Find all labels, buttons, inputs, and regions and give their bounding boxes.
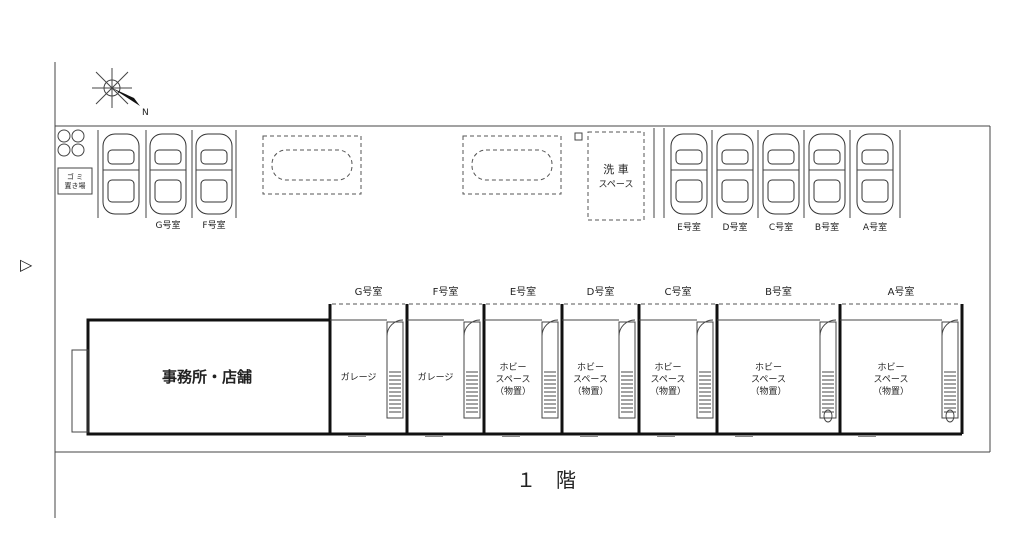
- unit-use-label: スペース: [573, 375, 608, 385]
- car-wash-label: 洗 車: [603, 162, 629, 176]
- parking-label: E号室: [677, 221, 701, 233]
- unit-use-label: ホビー: [654, 362, 681, 373]
- unit-use-label: （物置）: [572, 385, 608, 397]
- parking-right-lines: [653, 128, 901, 218]
- meter-icon: [574, 132, 583, 141]
- unit-use-label: （物置）: [650, 385, 686, 397]
- unit-use-label: （物置）: [873, 385, 909, 397]
- unit-use-label: スペース: [651, 375, 686, 385]
- car-icon: [471, 149, 553, 181]
- unit-use-label: ホビー: [577, 362, 604, 373]
- parking-label: A号室: [863, 221, 887, 233]
- shrub-icon: [57, 129, 85, 157]
- car-icon: [716, 133, 754, 215]
- car-icon: [856, 133, 894, 215]
- unit-use-label: スペース: [496, 375, 531, 385]
- compass-label: N: [142, 108, 149, 118]
- car-wash-area: [587, 131, 645, 221]
- parking-label: G号室: [156, 219, 181, 231]
- car-icon: [195, 133, 233, 215]
- unit-use-label: （物置）: [495, 385, 531, 397]
- unit-use-label: （物置）: [750, 385, 786, 397]
- parking-label: F号室: [202, 219, 225, 231]
- unit-use-label: ホビー: [499, 362, 526, 373]
- parking-left-lines: [97, 130, 237, 218]
- car-icon: [102, 133, 140, 215]
- unit-use-label: ホビー: [877, 362, 904, 373]
- car-icon: [271, 149, 353, 181]
- unit-use-label: ガレージ: [341, 372, 377, 383]
- unit-use-label: ガレージ: [418, 372, 454, 383]
- entrance-arrow-icon: ▷: [20, 255, 33, 274]
- toilet-icon: [823, 409, 833, 423]
- compass-icon: N: [92, 68, 149, 118]
- office-label: 事務所・店舗: [162, 368, 252, 386]
- toilet-icon: [945, 409, 955, 423]
- unit-name: D号室: [587, 285, 615, 298]
- floor-label: １ 階: [516, 468, 576, 492]
- visitor-parking-2: [462, 135, 562, 195]
- unit-name: B号室: [765, 285, 792, 298]
- car-icon: [762, 133, 800, 215]
- car-icon: [149, 133, 187, 215]
- unit-name: G号室: [355, 285, 383, 298]
- unit-name: C号室: [665, 285, 692, 298]
- unit-use-label: ホビー: [755, 362, 782, 373]
- office-entrance-step: [71, 349, 89, 433]
- garbage-area: [57, 167, 93, 195]
- unit-name: F号室: [433, 285, 459, 298]
- car-icon: [670, 133, 708, 215]
- parking-label: B号室: [815, 221, 839, 233]
- unit-name: E号室: [510, 285, 536, 298]
- unit-name: A号室: [888, 285, 915, 298]
- unit-use-label: スペース: [874, 375, 909, 385]
- garbage-label: ゴ ミ置き場: [65, 172, 86, 190]
- car-wash-sub-label: スペース: [599, 180, 634, 190]
- parking-label: D号室: [723, 221, 748, 233]
- visitor-parking-1: [262, 135, 362, 195]
- unit-use-label: スペース: [751, 375, 786, 385]
- parking-label: C号室: [769, 221, 793, 233]
- car-icon: [808, 133, 846, 215]
